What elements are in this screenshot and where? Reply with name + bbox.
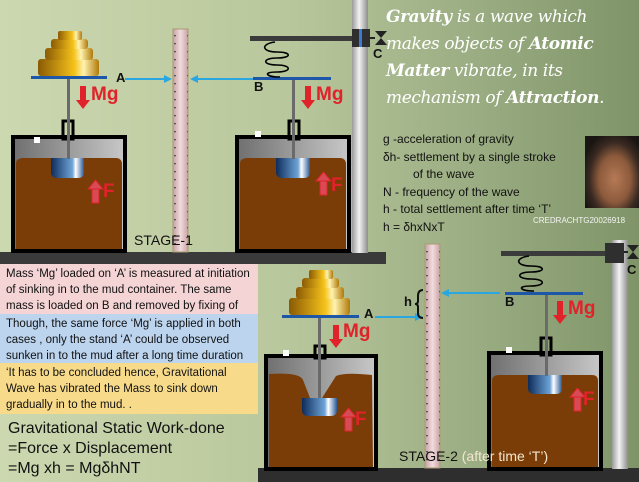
pointer-A-stage2	[375, 313, 423, 321]
stage2-label: STAGE-2 (after time ‘T’)	[399, 448, 548, 464]
mg-label-stage1-left: Mg	[91, 84, 119, 105]
pointer-B-stage2	[441, 289, 500, 297]
key-C-label-stage1: C	[373, 46, 383, 61]
f-label-stage1-right: F	[331, 175, 343, 196]
legend-g: g -acceleration of gravity	[383, 132, 514, 146]
point-A-label-stage1: A	[116, 70, 126, 85]
work-line-1: Gravitational Static Work-done	[8, 420, 225, 437]
headline: Gravity is a wave which makes objects of…	[386, 4, 639, 112]
stage2-base	[258, 468, 639, 482]
stage2-ruler	[424, 243, 441, 469]
f-label-stage1-left: F	[103, 181, 115, 202]
legend-N: N - frequency of the wave	[383, 184, 520, 199]
stage2-title: STAGE-2	[399, 448, 458, 464]
stage2-left-container	[264, 270, 378, 471]
stage1-base	[0, 252, 386, 264]
stage1-label: STAGE-1	[134, 232, 193, 248]
stage1-left-down-arrow	[76, 86, 90, 109]
headline-part: vibrate, in its mechanism of	[386, 61, 563, 108]
legend-h: h - total settlement after time ‘T’	[383, 202, 552, 216]
stage2-right-container	[487, 243, 639, 471]
key-C-label-stage2: C	[627, 262, 637, 277]
stage1-ruler	[172, 28, 189, 253]
stage2-pole	[612, 240, 628, 469]
work-line-3: =Mg xh = MgδhNT	[8, 460, 141, 477]
stage1-right-down-arrow	[301, 86, 315, 109]
note-box-measurement: Mass ‘Mg’ loaded on ‘A’ is measured at i…	[0, 264, 258, 314]
stage2-left-up-arrow	[339, 407, 358, 432]
pointer-A-stage1	[125, 75, 172, 83]
headline-gravity: Gravity	[386, 7, 452, 27]
stage2-left-down-arrow	[329, 325, 343, 348]
mg-label-stage1-right: Mg	[316, 84, 344, 105]
note-box-observation: Though, the same force ‘Mg’ is applied i…	[0, 314, 258, 363]
legend-dh: δh- settlement by a single stroke	[383, 149, 556, 164]
stage1-pole	[352, 0, 368, 253]
work-line-2: =Force x Displacement	[8, 440, 173, 457]
stage1-left-container	[11, 31, 127, 253]
f-label-stage2-right: F	[583, 389, 595, 410]
note-box-conclusion: ‘It has to be concluded hence, Gravitati…	[0, 363, 258, 414]
legend-dh-cont: of the wave	[413, 167, 475, 181]
stage2-right-up-arrow	[568, 387, 587, 412]
headline-part: is a wave which makes objects of	[386, 7, 588, 54]
stage2-after-time: (after time ‘T’)	[461, 448, 549, 464]
headline-atomic-matter: Atomic Matter	[386, 34, 594, 81]
symbol-legend: g -acceleration of gravity δh- settlemen…	[383, 131, 583, 236]
mg-label-stage2-left: Mg	[343, 321, 371, 342]
headline-attraction: Attraction	[506, 88, 600, 108]
point-B-label-stage1: B	[254, 79, 264, 94]
point-A-label-stage2: A	[364, 306, 374, 321]
credit-text: CREDRACHTG20026918	[533, 216, 626, 225]
headline-part: .	[599, 88, 605, 108]
legend-formula: h = δhxNxT	[383, 219, 445, 234]
f-label-stage2-left: F	[355, 409, 367, 430]
settlement-h-label: h	[404, 294, 412, 309]
author-photo	[585, 136, 639, 208]
mg-label-stage2-right: Mg	[568, 298, 596, 319]
stage2-right-down-arrow	[553, 301, 567, 324]
settlement-brace	[414, 289, 424, 319]
work-done-formula: Gravitational Static Work-done =Force x …	[8, 419, 225, 479]
point-B-label-stage2: B	[505, 294, 515, 309]
pointer-B-stage1	[190, 75, 258, 83]
stage1-right-up-arrow	[314, 171, 333, 196]
stage1-left-up-arrow	[86, 179, 105, 204]
